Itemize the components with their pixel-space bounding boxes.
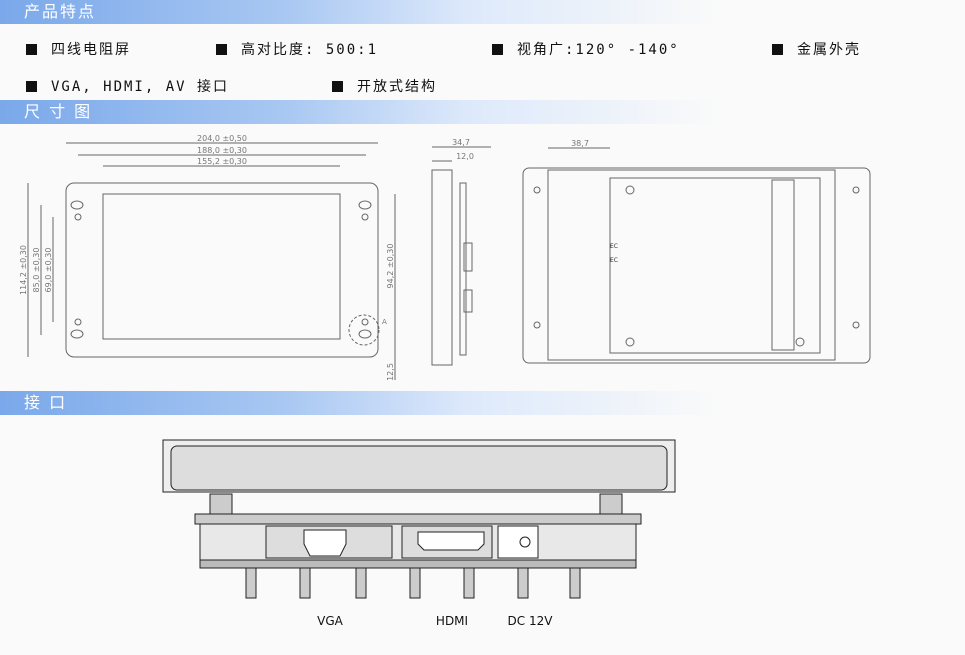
feature-item: 金属外壳 bbox=[772, 39, 861, 59]
dim-label: 85,0 ±0,30 bbox=[32, 248, 41, 293]
back-view-drawing: 38,7 EC EC bbox=[522, 139, 871, 364]
ec-label: EC bbox=[610, 243, 618, 250]
feature-item: VGA, HDMI, AV 接口 bbox=[26, 76, 229, 96]
port-label-hdmi: HDMI bbox=[436, 614, 468, 628]
interface-drawing: VGA HDMI DC 12V bbox=[162, 439, 676, 628]
dim-label: 12,0 bbox=[456, 152, 474, 161]
dim-label: 114,2 ±0,30 bbox=[19, 245, 28, 295]
section-header-dimensions: 尺 寸 图 bbox=[0, 100, 720, 124]
dim-label: 34,7 bbox=[452, 138, 470, 147]
section-header-features: 产品特点 bbox=[0, 0, 720, 24]
dim-label: 94,2 ±0,30 bbox=[386, 244, 395, 289]
dim-label: 155,2 ±0,30 bbox=[197, 157, 247, 166]
feature-item: 开放式结构 bbox=[332, 76, 437, 96]
dim-label: 12,5 bbox=[386, 363, 395, 381]
dim-label: 188,0 ±0,30 bbox=[197, 146, 247, 155]
detail-label: A bbox=[382, 318, 387, 326]
dim-label: 204,0 ±0,50 bbox=[197, 134, 247, 143]
side-view-drawing: 34,7 12,0 bbox=[431, 138, 491, 366]
front-view-drawing: 204,0 ±0,50 188,0 ±0,30 155,2 ±0,30 114,… bbox=[19, 134, 396, 381]
feature-item: 高对比度: 500:1 bbox=[216, 39, 378, 59]
port-label-vga: VGA bbox=[317, 614, 344, 628]
dim-label: 69,0 ±0,30 bbox=[44, 248, 53, 293]
ec-label: EC bbox=[610, 257, 618, 264]
section-header-interfaces: 接 口 bbox=[0, 391, 720, 415]
dim-label: 38,7 bbox=[571, 139, 589, 148]
feature-item: 视角广:120° -140° bbox=[492, 39, 680, 59]
port-label-dc: DC 12V bbox=[508, 614, 554, 628]
feature-item: 四线电阻屏 bbox=[26, 39, 131, 59]
